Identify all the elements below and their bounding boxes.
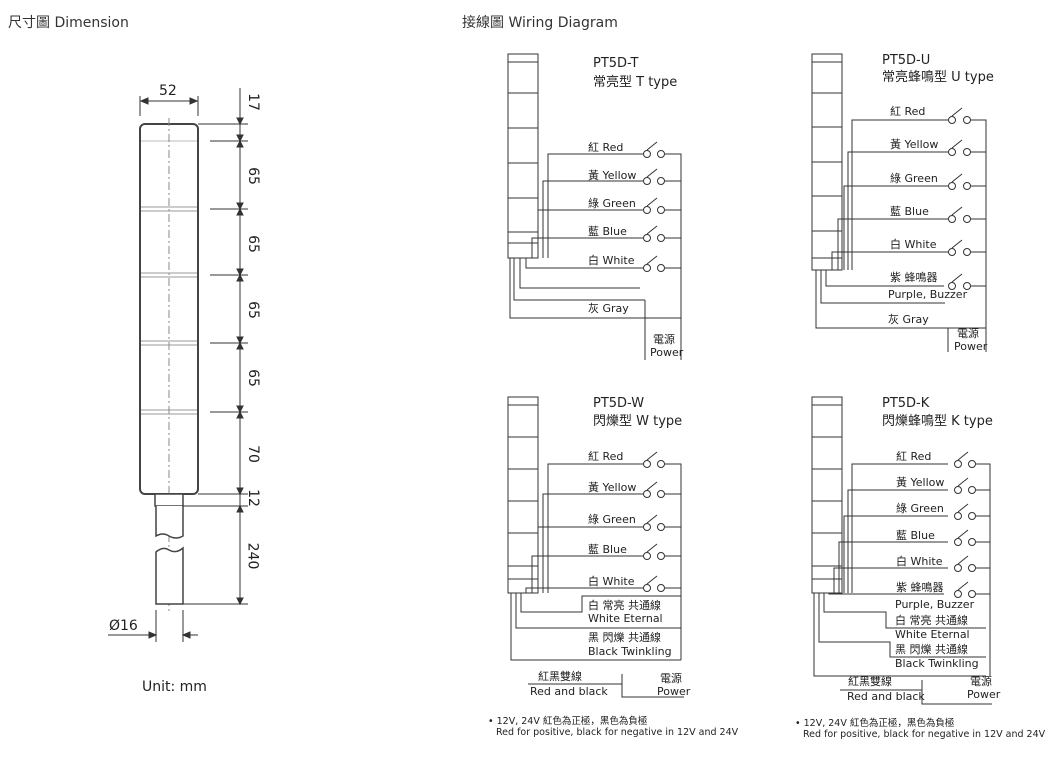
k-buzzer-en: Purple, Buzzer	[895, 598, 975, 611]
u-wire-yellow: 黃 Yellow	[890, 138, 939, 151]
u-power-en: Power	[954, 340, 988, 353]
t-wire-red: 紅 Red	[588, 141, 624, 154]
k-common-white-en: White Eternal	[895, 628, 970, 641]
diameter-dimension: Ø16	[109, 618, 138, 634]
w-type: 閃爍型 W type	[593, 414, 683, 429]
spec-sheet: 尺寸圖 Dimension 接線圖 Wiring Diagram	[8, 15, 1045, 740]
k-power-zh: 電源	[970, 675, 992, 688]
u-wire-white: 白 White	[890, 238, 937, 251]
w-redblack-en: Red and black	[530, 685, 608, 698]
w-wire-blue: 藍 Blue	[588, 543, 627, 556]
u-type: 常亮蜂鳴型 U type	[882, 70, 994, 85]
k-type: 閃爍蜂鳴型 K type	[882, 414, 993, 429]
u-wire-gray: 灰 Gray	[888, 313, 929, 326]
w-wire-green: 綠 Green	[588, 513, 636, 526]
w-power-zh: 電源	[660, 672, 682, 685]
k-common-black-en: Black Twinkling	[895, 657, 979, 670]
w-note-en: Red for positive, black for negative in …	[496, 727, 739, 738]
width-dimension: 52	[159, 83, 177, 99]
k-wire-buzzer: 紫 蜂鳴器	[896, 581, 944, 594]
wiring-lines	[507, 53, 992, 705]
w-common-white: 白 常亮 共通線	[588, 599, 661, 612]
wiring-heading: 接線圖 Wiring Diagram	[462, 15, 618, 31]
k-wire-red: 紅 Red	[896, 450, 932, 463]
k-note-zh: • 12V, 24V 紅色為正極，黑色為負極	[795, 718, 955, 729]
k-wire-yellow: 黃 Yellow	[896, 476, 945, 489]
u-buzzer-en: Purple, Buzzer	[888, 288, 968, 301]
w-common-white-en: White Eternal	[588, 612, 663, 625]
t-power-zh: 電源	[653, 333, 675, 346]
w-model: PT5D-W	[593, 396, 645, 411]
t-wire-blue: 藍 Blue	[588, 225, 627, 238]
t-model: PT5D-T	[593, 56, 639, 71]
t-wire-gray: 灰 Gray	[588, 302, 629, 315]
k-common-black: 黑 閃爍 共通線	[895, 643, 968, 656]
w-wire-white: 白 White	[588, 575, 635, 588]
w-redblack-zh: 紅黑雙線	[538, 670, 582, 683]
k-redblack-en: Red and black	[847, 690, 925, 703]
t-type: 常亮型 T type	[593, 75, 678, 90]
w-common-black-en: Black Twinkling	[588, 645, 672, 658]
u-model: PT5D-U	[882, 53, 931, 68]
u-wire-blue: 藍 Blue	[890, 205, 929, 218]
k-power-en: Power	[967, 688, 1001, 701]
w-wire-red: 紅 Red	[588, 450, 624, 463]
k-common-white: 白 常亮 共通線	[895, 614, 968, 627]
k-note-en: Red for positive, black for negative in …	[803, 729, 1045, 740]
t-wire-white: 白 White	[588, 254, 635, 267]
k-wire-blue: 藍 Blue	[896, 529, 935, 542]
u-wire-green: 綠 Green	[890, 172, 938, 185]
u-wire-red: 紅 Red	[890, 105, 926, 118]
t-wire-green: 綠 Green	[588, 197, 636, 210]
dimension-heading: 尺寸圖 Dimension	[8, 15, 129, 31]
k-model: PT5D-K	[882, 396, 930, 411]
k-wire-white: 白 White	[896, 555, 943, 568]
u-wire-buzzer: 紫 蜂鳴器	[890, 271, 938, 284]
w-wire-yellow: 黃 Yellow	[588, 481, 637, 494]
t-wire-yellow: 黃 Yellow	[588, 169, 637, 182]
w-common-black: 黑 閃爍 共通線	[588, 631, 661, 644]
w-note-zh: • 12V, 24V 紅色為正極，黑色為負極	[488, 716, 648, 727]
unit-label: Unit: mm	[142, 679, 207, 695]
dimension-drawing	[108, 88, 248, 642]
k-redblack-zh: 紅黑雙線	[848, 675, 892, 688]
w-power-en: Power	[657, 685, 691, 698]
u-power-zh: 電源	[957, 327, 979, 340]
t-power-en: Power	[650, 346, 684, 359]
k-wire-green: 綠 Green	[896, 502, 944, 515]
